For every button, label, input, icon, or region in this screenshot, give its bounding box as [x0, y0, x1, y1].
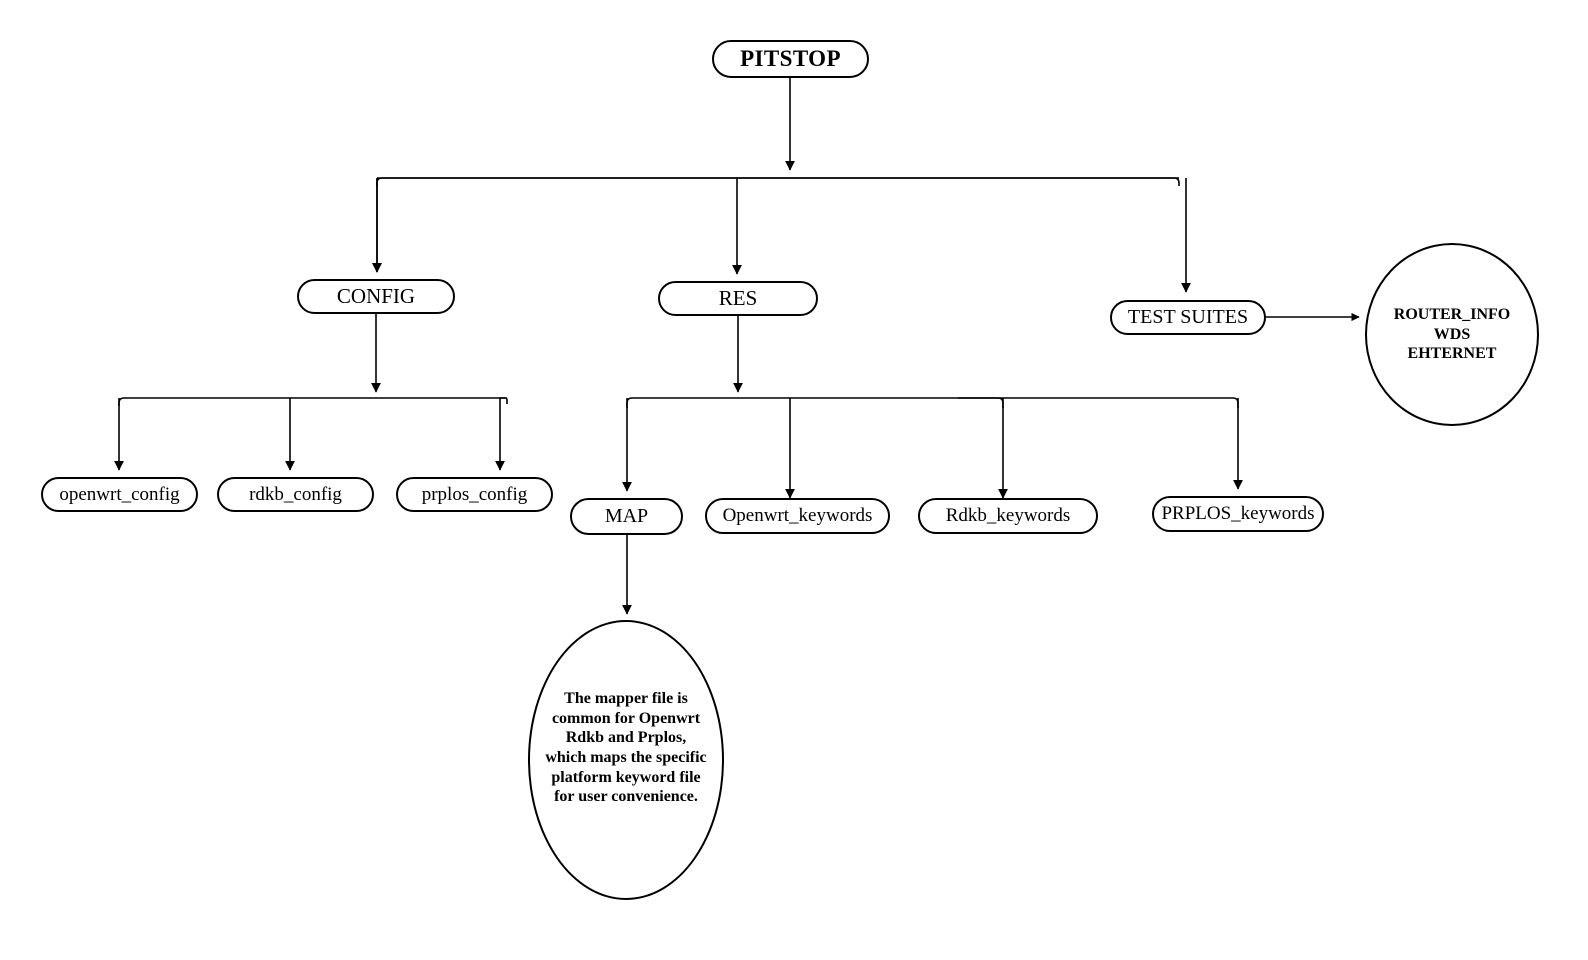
node-prplos-keywords-label: PRPLOS_keywords: [1161, 503, 1315, 525]
node-prplos-keywords[interactable]: PRPLOS_keywords: [1152, 496, 1324, 532]
node-router-info-line-3: EHTERNET: [1407, 345, 1497, 363]
node-router-info-line-1: ROUTER_INFO: [1393, 306, 1511, 324]
node-res-label: RES: [718, 286, 758, 311]
node-router-info[interactable]: ROUTER_INFO WDS EHTERNET: [1365, 243, 1539, 426]
node-mapper-note-line-2: common for Openwrt: [551, 709, 701, 727]
node-openwrt-keywords[interactable]: Openwrt_keywords: [705, 498, 890, 534]
node-mapper-note-line-6: for user convenience.: [554, 788, 698, 806]
node-openwrt-keywords-label: Openwrt_keywords: [722, 505, 873, 527]
node-map[interactable]: MAP: [570, 498, 683, 535]
node-prplos-config[interactable]: prplos_config: [396, 477, 553, 512]
node-openwrt-config[interactable]: openwrt_config: [41, 477, 198, 512]
edge-res-bus-left: [626, 397, 1004, 408]
node-router-info-label: ROUTER_INFO WDS EHTERNET: [1367, 305, 1537, 364]
node-rdkb-keywords-label: Rdkb_keywords: [945, 505, 1071, 527]
node-rdkb-config-label: rdkb_config: [249, 483, 342, 505]
node-test-suites[interactable]: TEST SUITES: [1110, 300, 1266, 335]
node-mapper-note-line-5: platform keyword file: [551, 768, 701, 786]
node-config-label: CONFIG: [336, 284, 416, 309]
node-mapper-note-label: The mapper file is common for Openwrt Rd…: [530, 689, 722, 806]
node-mapper-note-line-1: The mapper file is: [564, 690, 688, 708]
node-mapper-note-line-3: Rdkb and Prplos,: [565, 729, 687, 747]
node-res[interactable]: RES: [658, 281, 818, 316]
node-router-info-line-2: WDS: [1433, 325, 1471, 343]
node-openwrt-config-label: openwrt_config: [59, 483, 180, 505]
node-pitstop-label: PITSTOP: [740, 45, 841, 71]
node-rdkb-config[interactable]: rdkb_config: [217, 477, 374, 512]
node-mapper-note-line-4: which maps the specific: [545, 749, 707, 766]
node-test-suites-label: TEST SUITES: [1127, 306, 1249, 328]
node-map-label: MAP: [604, 505, 649, 527]
edge-config-bus: [118, 397, 507, 406]
node-pitstop[interactable]: PITSTOP: [712, 40, 869, 78]
edge-res-bus-right: [958, 397, 1239, 408]
node-prplos-config-label: prplos_config: [421, 483, 528, 505]
node-mapper-note[interactable]: The mapper file is common for Openwrt Rd…: [528, 620, 724, 900]
node-config[interactable]: CONFIG: [297, 279, 455, 314]
node-rdkb-keywords[interactable]: Rdkb_keywords: [918, 498, 1098, 534]
